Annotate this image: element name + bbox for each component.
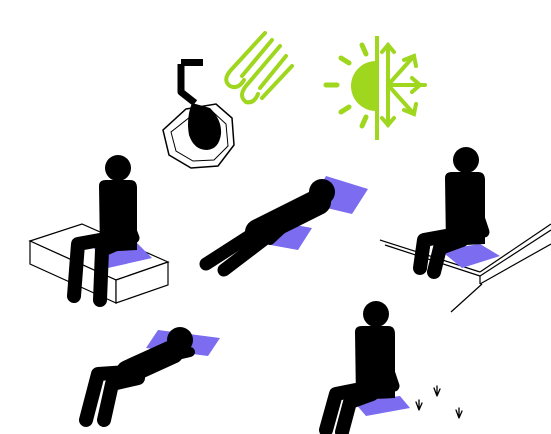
person-sitting-on-grass <box>326 301 462 432</box>
person-reclining-on-cushion <box>86 327 220 420</box>
sun-snowflake-icon <box>326 36 425 140</box>
person-lying-on-cushion <box>206 176 368 270</box>
person-sitting-on-bench <box>30 155 168 303</box>
wind-icon <box>226 33 292 102</box>
grass-tufts <box>416 386 462 418</box>
person-sitting-on-ledge <box>380 147 551 312</box>
tap-water-icon <box>163 59 234 168</box>
